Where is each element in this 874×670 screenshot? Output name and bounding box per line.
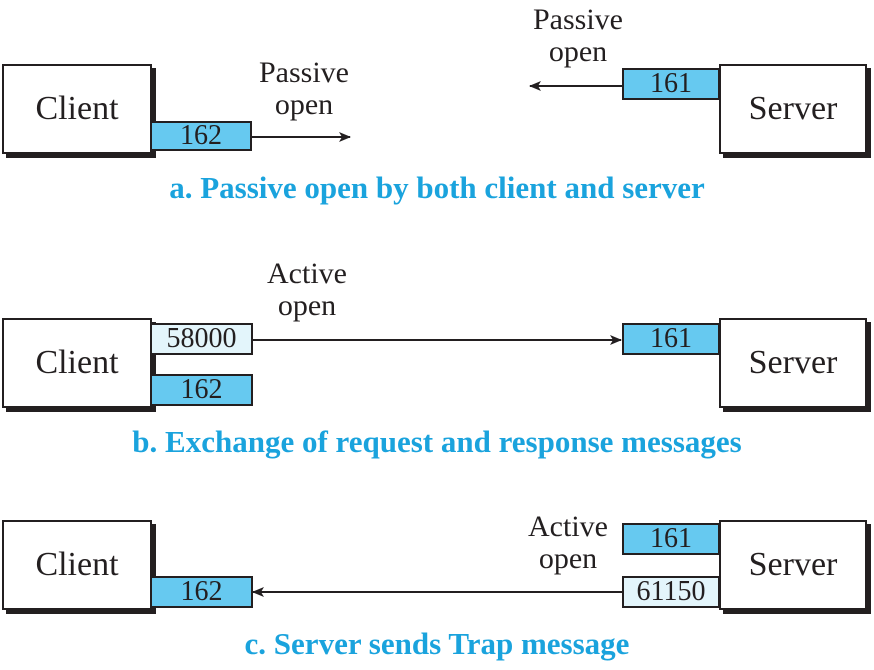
client-label: Client	[35, 344, 119, 381]
server-port-161: 161	[622, 68, 720, 100]
server-box: Server	[719, 64, 867, 154]
client-port-162: 162	[150, 576, 253, 608]
client-port-58000: 58000	[150, 323, 253, 355]
client-label: Client	[35, 90, 119, 127]
caption-a: a. Passive open by both client and serve…	[169, 170, 705, 205]
caption-b: b. Exchange of request and response mess…	[132, 424, 742, 459]
server-box: Server	[719, 318, 867, 408]
server-port-161: 161	[622, 523, 720, 555]
client-box: Client	[2, 64, 152, 154]
client-box: Client	[2, 318, 152, 408]
server-port-161: 161	[622, 323, 720, 355]
caption-c: c. Server sends Trap message	[244, 626, 630, 661]
client-port-162: 162	[150, 374, 253, 406]
server-label: Server	[748, 546, 838, 583]
active-open-label: Active open	[528, 510, 608, 575]
client-port-162: 162	[150, 121, 252, 151]
client-passive-open-label: Passive open	[259, 56, 349, 121]
server-label: Server	[748, 90, 838, 127]
server-passive-open-label: Passive open	[533, 3, 623, 68]
server-port-61150: 61150	[622, 576, 720, 608]
client-label: Client	[35, 546, 119, 583]
client-box: Client	[2, 520, 152, 610]
server-box: Server	[719, 520, 867, 610]
active-open-label: Active open	[267, 257, 347, 322]
server-label: Server	[748, 344, 838, 381]
